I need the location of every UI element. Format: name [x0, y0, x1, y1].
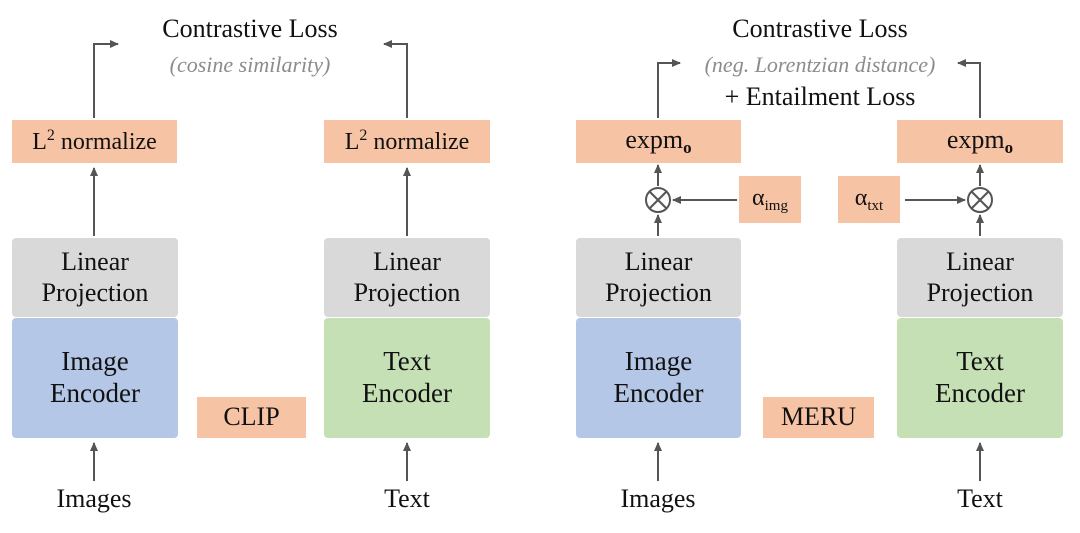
clip-loss-subtitle: (cosine similarity) — [169, 52, 331, 77]
arrow-expm-to-loss-right — [957, 59, 981, 118]
expm-text: expmo — [625, 124, 692, 157]
clip-input-images: Images — [56, 484, 132, 513]
clip-loss-title: Contrastive Loss — [162, 14, 338, 43]
multiply-circle-right — [967, 187, 993, 213]
meru-input-text: Text — [957, 484, 1003, 513]
multiply-circle-left — [645, 187, 671, 213]
meru-alpha-txt: αtxt — [838, 176, 900, 223]
clip-input-text: Text — [384, 484, 430, 513]
clip-normalize-left: L2 normalize — [12, 120, 177, 163]
meru-loss-title: Contrastive Loss — [732, 14, 908, 43]
arrow-expm-to-loss-left — [657, 59, 681, 118]
clip-model-label: CLIP — [197, 397, 306, 438]
meru-expm-right: expmo — [897, 120, 1063, 163]
expm-text: expmo — [946, 124, 1014, 157]
arrow-normalize-to-loss-right — [383, 40, 408, 118]
meru-alpha-img: αimg — [739, 176, 801, 223]
arrow-normalize-to-loss-left — [93, 40, 119, 118]
clip-normalize-right: L2 normalize — [324, 120, 490, 163]
normalize-text: L2 normalize — [344, 126, 470, 155]
meru-expm-left: expmo — [576, 120, 741, 163]
meru-model-label: MERU — [763, 397, 874, 438]
meru-entailment-loss: + Entailment Loss — [724, 82, 916, 111]
normalize-text: L2 normalize — [32, 126, 157, 155]
meru-input-images: Images — [620, 484, 696, 513]
meru-loss-subtitle: (neg. Lorentzian distance) — [704, 52, 936, 77]
